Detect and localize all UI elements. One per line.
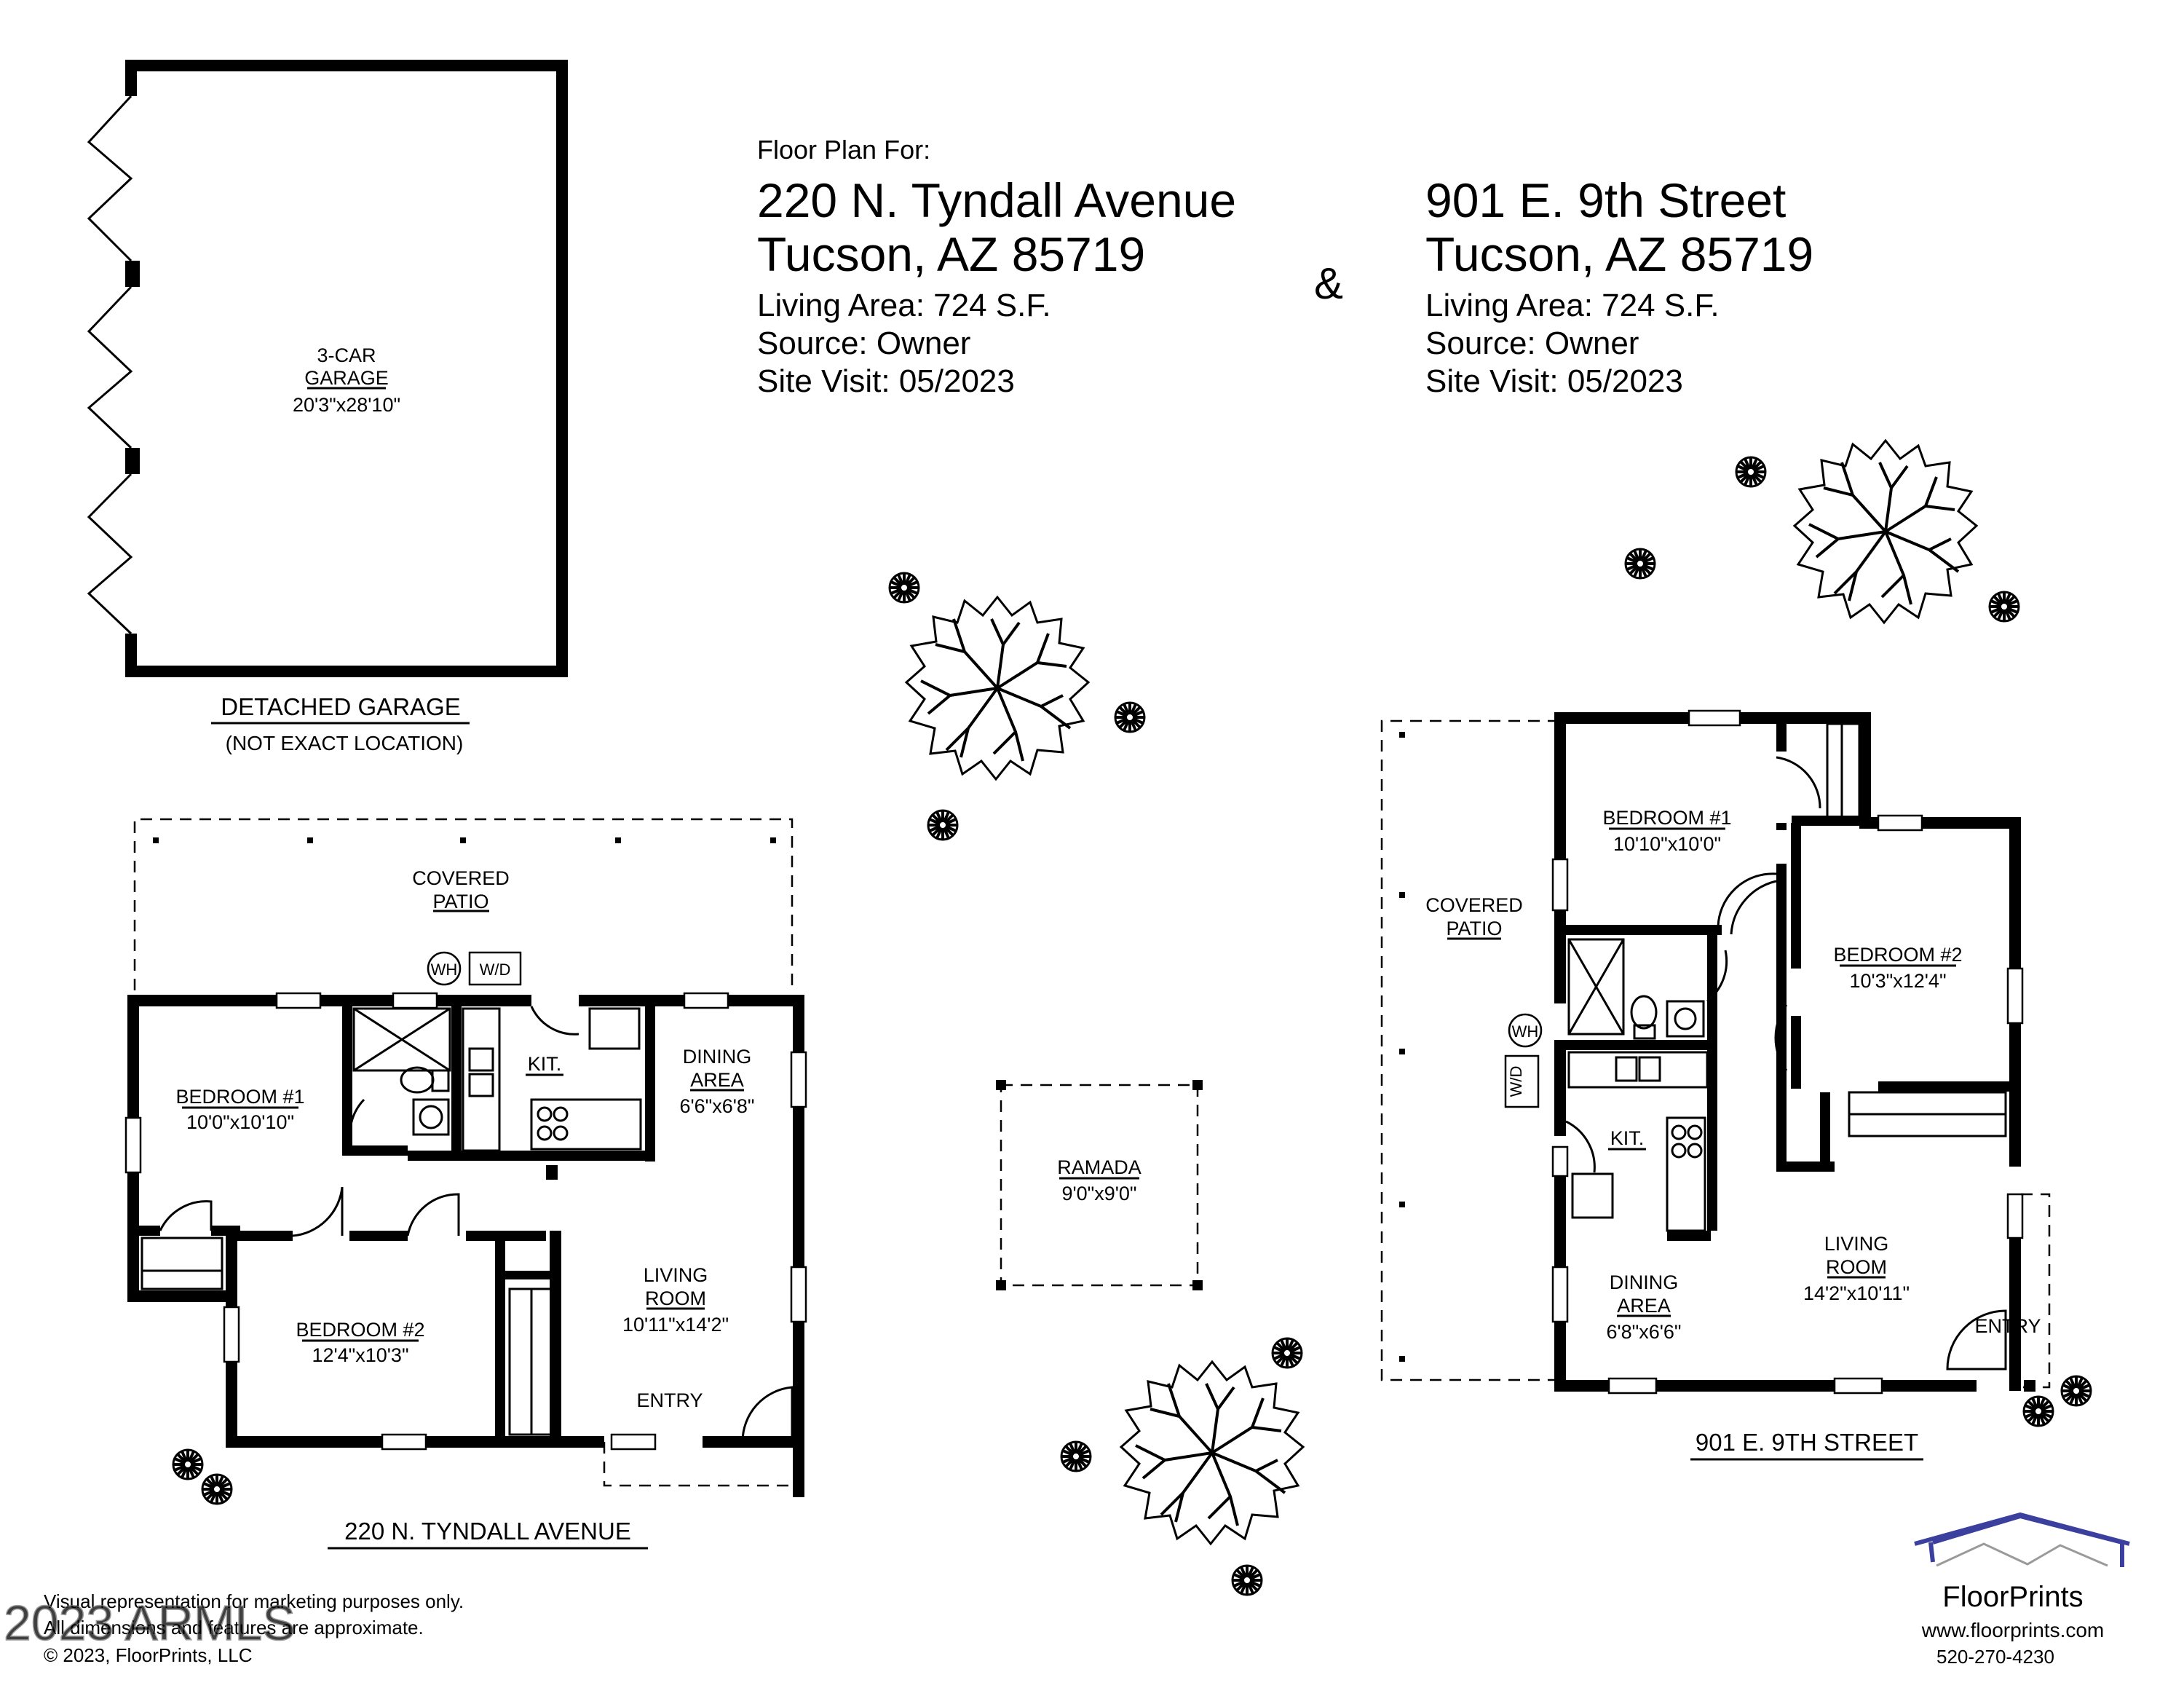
garage-door-2 bbox=[87, 285, 133, 449]
plan-b-wd-label: W/D bbox=[1507, 1066, 1525, 1097]
detached-garage: 3-CAR GARAGE 20'3"x28'10" DETACHED GARAG… bbox=[87, 60, 568, 754]
brand-name: FloorPrints bbox=[1942, 1581, 2083, 1613]
tree-icon bbox=[905, 596, 1090, 781]
plan-a-dining-line2: AREA bbox=[690, 1069, 744, 1091]
garage-name-line1: 3-CAR bbox=[317, 344, 376, 366]
property-b-street: 901 E. 9th Street bbox=[1425, 173, 1786, 227]
garage-door-3 bbox=[87, 473, 133, 635]
property-a-living-area: Living Area: 724 S.F. bbox=[757, 288, 1051, 323]
plan-b-water-heater bbox=[1508, 1013, 1543, 1048]
property-a-site-visit: Site Visit: 05/2023 bbox=[757, 363, 1015, 399]
shrub-icon bbox=[201, 1473, 233, 1505]
shrub-icon bbox=[172, 1448, 204, 1480]
shrub-icon bbox=[1114, 701, 1146, 733]
plan-b-bedroom2-name: BEDROOM #2 bbox=[1833, 944, 1962, 966]
plan-a-wh-label: WH bbox=[431, 961, 458, 979]
brand-phone: 520-270-4230 bbox=[1936, 1646, 2054, 1668]
garage-door-1 bbox=[87, 95, 133, 262]
brand-website: www.floorprints.com bbox=[1921, 1619, 2105, 1641]
shrub-icon bbox=[2022, 1395, 2054, 1427]
plan-b-kitchen: KIT. bbox=[1610, 1127, 1645, 1149]
plan-b-bedroom2-size: 10'3"x12'4" bbox=[1849, 970, 1946, 992]
property-a-city: Tucson, AZ 85719 bbox=[757, 227, 1145, 281]
property-b-living-area: Living Area: 724 S.F. bbox=[1425, 288, 1720, 323]
plan-a-water-heater bbox=[427, 951, 462, 986]
property-b-site-visit: Site Visit: 05/2023 bbox=[1425, 363, 1683, 399]
plan-a-bedroom1-name: BEDROOM #1 bbox=[175, 1086, 304, 1108]
plan-b-dining-size: 6'8"x6'6" bbox=[1606, 1321, 1681, 1343]
plan-a-washer-dryer bbox=[468, 951, 522, 986]
plan-b-floor-plan: COVERED PATIO WH W/D bbox=[1380, 709, 2051, 1461]
garage-location-note: (NOT EXACT LOCATION) bbox=[226, 732, 464, 754]
plan-b-patio-line2: PATIO bbox=[1446, 918, 1502, 939]
plan-b-dining-line2: AREA bbox=[1617, 1295, 1671, 1317]
plan-a-kitchen: KIT. bbox=[528, 1053, 562, 1075]
shrub-icon bbox=[888, 572, 920, 604]
plan-b-living-size: 14'2"x10'11" bbox=[1803, 1282, 1910, 1304]
plan-b-bedroom1-size: 10'10"x10'0" bbox=[1613, 833, 1721, 855]
plan-a-living-line1: LIVING bbox=[644, 1264, 708, 1286]
ramada-name: RAMADA bbox=[1057, 1156, 1142, 1178]
property-b-source: Source: Owner bbox=[1425, 326, 1639, 361]
ampersand: & bbox=[1314, 259, 1343, 308]
shrub-icon bbox=[2060, 1375, 2092, 1407]
plan-a-living-size: 10'11"x14'2" bbox=[622, 1314, 729, 1336]
plan-a-bedroom2-name: BEDROOM #2 bbox=[296, 1319, 424, 1341]
plan-a-bedroom1-size: 10'0"x10'10" bbox=[186, 1111, 294, 1133]
plan-a-dining-size: 6'6"x6'8" bbox=[679, 1095, 754, 1117]
shrub-icon bbox=[1624, 548, 1656, 580]
property-b-city: Tucson, AZ 85719 bbox=[1425, 227, 1813, 281]
shrub-icon bbox=[1060, 1440, 1092, 1472]
tree-icon bbox=[1793, 439, 1978, 624]
shrub-icon bbox=[1735, 456, 1767, 488]
tree-icon bbox=[1120, 1360, 1305, 1545]
plan-a-living-line2: ROOM bbox=[645, 1287, 706, 1309]
shrub-icon bbox=[1271, 1337, 1303, 1369]
plan-a-entry: ENTRY bbox=[636, 1389, 703, 1411]
plan-b-caption: 901 E. 9TH STREET bbox=[1696, 1429, 1918, 1456]
garage-caption: DETACHED GARAGE bbox=[221, 693, 460, 720]
ramada-size: 9'0"x9'0" bbox=[1061, 1183, 1136, 1204]
shrub-icon bbox=[1988, 591, 2020, 623]
watermark: 2023 ARMLS bbox=[4, 1596, 296, 1651]
property-a-street: 220 N. Tyndall Avenue bbox=[757, 173, 1236, 227]
plan-b-dining-line1: DINING bbox=[1610, 1271, 1679, 1293]
disclaimer-line1: Visual representation for marketing purp… bbox=[44, 1590, 464, 1612]
plan-b-living-line2: ROOM bbox=[1826, 1256, 1887, 1278]
plan-b-bedroom1-name: BEDROOM #1 bbox=[1602, 807, 1731, 829]
plan-a-caption: 220 N. TYNDALL AVENUE bbox=[344, 1518, 631, 1545]
garage-name-line2: GARAGE bbox=[304, 367, 389, 389]
property-a-source: Source: Owner bbox=[757, 326, 970, 361]
house-roof-logo bbox=[1914, 1512, 2130, 1567]
disclaimer-line2: All dimensions and features are approxim… bbox=[44, 1617, 424, 1638]
plan-a-dining-line1: DINING bbox=[683, 1046, 752, 1068]
plan-a-bedroom2-size: 12'4"x10'3" bbox=[312, 1344, 408, 1366]
plan-a-patio-line2: PATIO bbox=[432, 891, 488, 912]
copyright: © 2023, FloorPrints, LLC bbox=[44, 1644, 253, 1666]
plan-a-wd-label: W/D bbox=[480, 961, 511, 979]
floor-plan-intro: Floor Plan For: bbox=[757, 135, 930, 165]
ramada: RAMADA 9'0"x9'0" bbox=[996, 1080, 1203, 1290]
plan-b-entry: ENTRY bbox=[1974, 1315, 2041, 1337]
plan-b-living-line1: LIVING bbox=[1824, 1233, 1889, 1255]
shrub-icon bbox=[1231, 1564, 1263, 1596]
garage-size: 20'3"x28'10" bbox=[293, 394, 400, 416]
plan-a-patio-line1: COVERED bbox=[412, 867, 510, 889]
plan-b-patio-line1: COVERED bbox=[1425, 894, 1523, 916]
plan-b-washer-dryer bbox=[1504, 1054, 1540, 1108]
plan-b-wh-label: WH bbox=[1512, 1022, 1539, 1041]
shrub-icon bbox=[927, 809, 959, 841]
plan-a-floor-plan: COVERED PATIO WH W/D bbox=[124, 818, 807, 1550]
